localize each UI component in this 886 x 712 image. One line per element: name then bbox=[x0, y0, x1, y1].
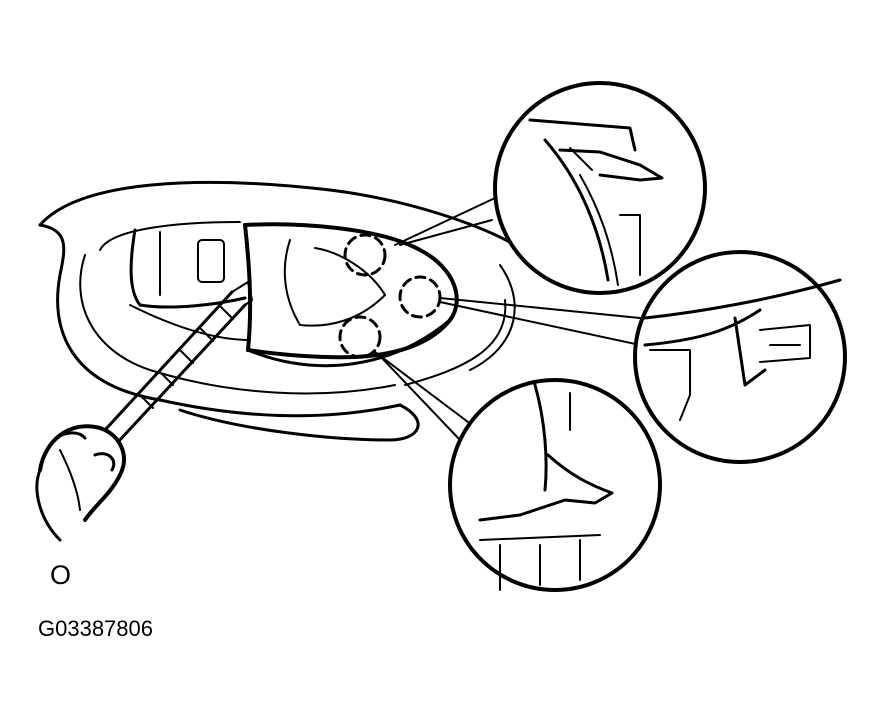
upper-clip-detail bbox=[493, 81, 707, 295]
hand-icon bbox=[35, 424, 126, 542]
figure-code-label: G03387806 bbox=[38, 616, 153, 641]
view-letter-label: O bbox=[50, 560, 72, 590]
middle-clip-detail bbox=[633, 250, 847, 464]
screwdriver-icon bbox=[103, 281, 253, 444]
handle-bezel bbox=[129, 222, 459, 368]
leader-lines bbox=[374, 197, 641, 441]
door-trim-outline bbox=[38, 180, 517, 442]
lower-clip-detail bbox=[448, 378, 662, 592]
clip-locations bbox=[338, 233, 442, 359]
